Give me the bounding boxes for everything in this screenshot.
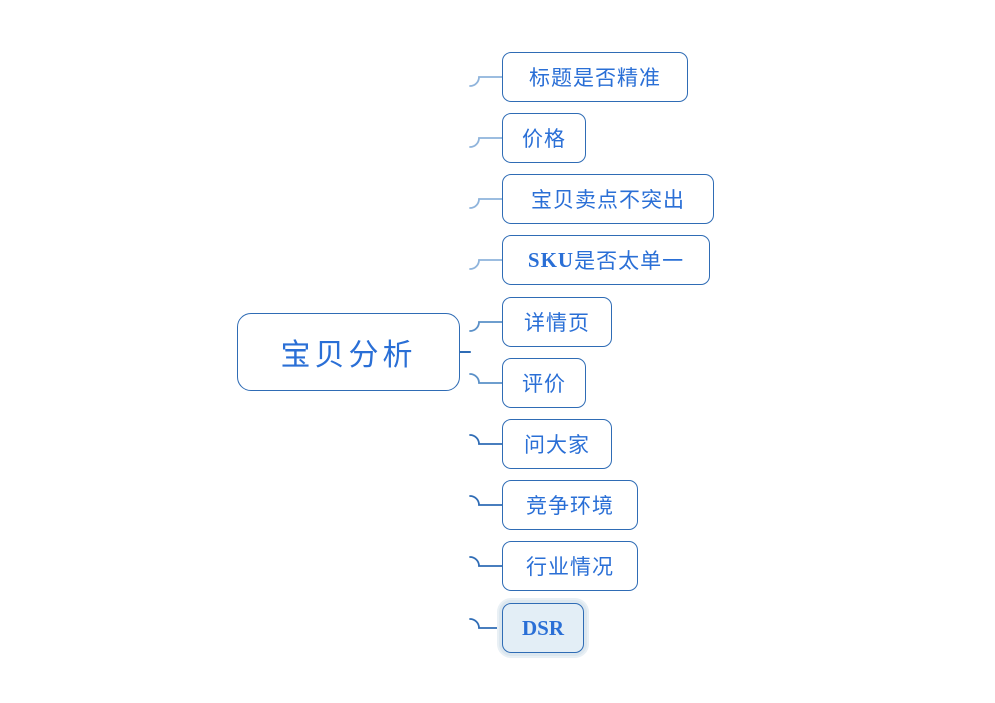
node-label-latin: SKU (527, 247, 575, 272)
connector (469, 137, 503, 148)
connector (469, 198, 503, 209)
branch-node-5[interactable]: 评价 (502, 358, 586, 408)
connector (469, 618, 503, 629)
branch-node-2[interactable]: 宝贝卖点不突出 (502, 174, 714, 224)
connector (469, 556, 503, 567)
connector (469, 434, 503, 445)
branch-node-9[interactable]: DSR (502, 603, 584, 653)
branch-node-8[interactable]: 行业情况 (502, 541, 638, 591)
branch-node-1[interactable]: 价格 (502, 113, 586, 163)
branch-node-0[interactable]: 标题是否精准 (502, 52, 688, 102)
connector (469, 373, 503, 384)
branch-node-4[interactable]: 详情页 (502, 297, 612, 347)
connector (469, 495, 503, 506)
branch-node-6[interactable]: 问大家 (502, 419, 612, 469)
branch-node-7[interactable]: 竞争环境 (502, 480, 638, 530)
connector (469, 259, 503, 270)
root-node[interactable]: 宝贝分析 (237, 313, 460, 391)
connector (469, 76, 503, 87)
node-label-han: 是否太单一 (574, 250, 685, 273)
connector (469, 321, 503, 332)
